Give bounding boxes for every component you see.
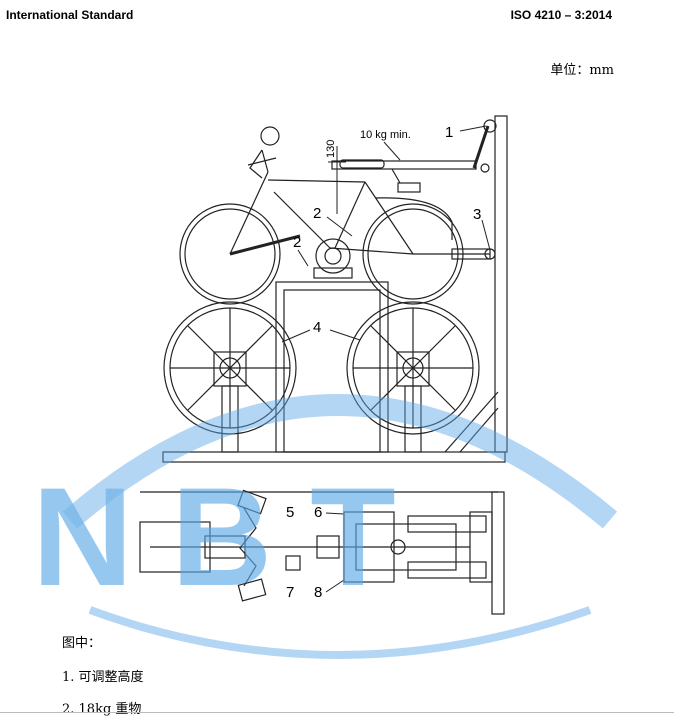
callout-3: 3 <box>473 206 481 223</box>
callout-4: 4 <box>313 319 321 336</box>
callout-1: 1 <box>445 124 453 141</box>
left-roller-drum <box>163 301 297 453</box>
right-roller-drum <box>346 301 480 453</box>
plan-view <box>139 489 505 615</box>
callout-2-upper: 2 <box>313 205 321 222</box>
legend-item-2: 2. 18kg 重物 <box>62 702 142 717</box>
central-stand <box>275 281 389 453</box>
front-wheel <box>179 203 281 305</box>
callout-5: 5 <box>286 504 294 521</box>
watermark: NBT <box>32 394 618 659</box>
callout-6: 6 <box>314 504 322 521</box>
legend-title: 图中： <box>62 636 102 651</box>
legend-item-1: 1. 可调整高度 <box>62 670 144 685</box>
header-standard-title: International Standard <box>6 8 134 22</box>
dimension-130-label: 130 <box>325 140 337 158</box>
callout-8: 8 <box>314 584 322 601</box>
callout-2-lower: 2 <box>293 234 301 251</box>
unit-label: 单位：mm <box>550 63 614 78</box>
right-frame-column <box>494 115 508 453</box>
header-standard-number: ISO 4210 – 3:2014 <box>510 8 612 22</box>
drive-motor <box>315 238 351 274</box>
page-bottom-rule <box>0 712 674 713</box>
bicycle-frame <box>229 149 453 255</box>
mass-label: 10 kg min. <box>360 129 411 141</box>
watermark-text: NBT <box>32 458 434 615</box>
callout-7: 7 <box>286 584 294 601</box>
weight-block <box>397 182 421 193</box>
